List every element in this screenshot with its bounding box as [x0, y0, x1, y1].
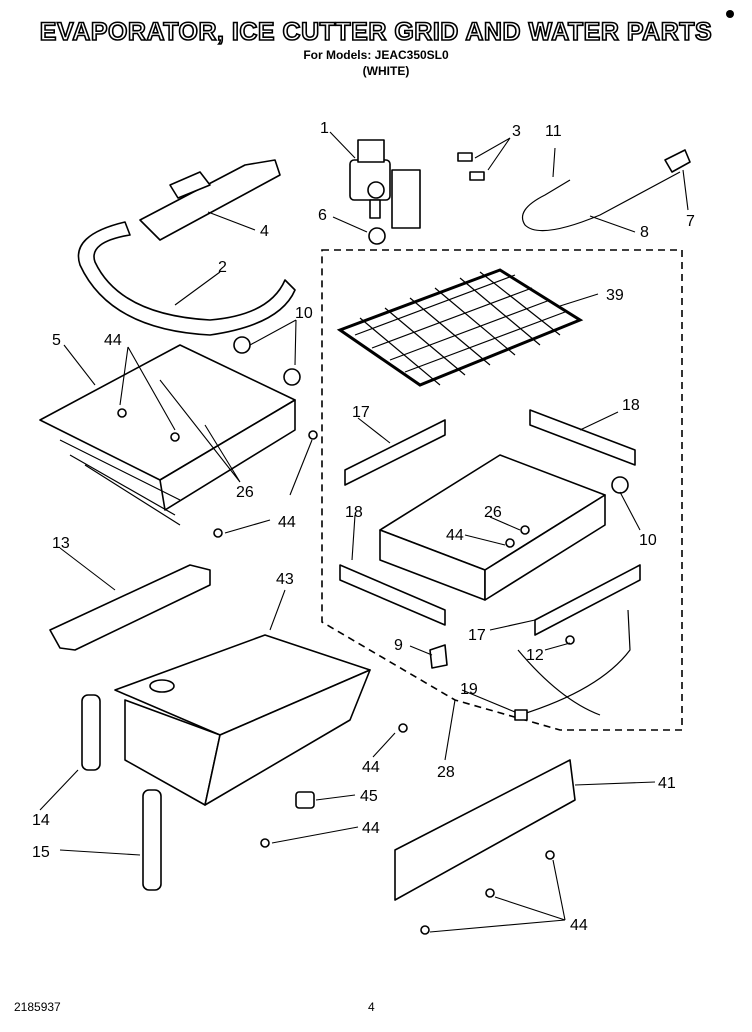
water-trough — [49, 564, 211, 651]
grid-bracket — [529, 409, 636, 466]
callout-28: 28 — [437, 764, 455, 781]
grid-frame — [379, 454, 606, 601]
callout-4: 4 — [260, 223, 269, 240]
callout-7: 7 — [686, 213, 695, 230]
callout-41: 41 — [658, 775, 676, 792]
page-title: EVAPORATOR, ICE CUTTER GRID AND WATER PA… — [39, 17, 713, 47]
drain-pan — [114, 634, 371, 806]
callout-10-right: 10 — [639, 532, 657, 549]
foot — [295, 791, 315, 809]
valve-screws — [457, 152, 485, 181]
ice-deflector — [394, 759, 576, 901]
callout-44-frame: 44 — [446, 527, 464, 544]
callout-1: 1 — [320, 120, 329, 137]
callout-11: 11 — [545, 123, 562, 140]
callout-3: 3 — [512, 123, 521, 140]
grid-bracket — [339, 564, 446, 626]
grommet — [611, 476, 629, 494]
callout-5: 5 — [52, 332, 61, 349]
callout-45: 45 — [360, 788, 378, 805]
callout-43: 43 — [276, 571, 294, 588]
water-tube — [521, 171, 681, 232]
callout-17-bottom: 17 — [468, 627, 486, 644]
evaporator — [39, 344, 296, 526]
callout-18-left: 18 — [345, 504, 363, 521]
fill-cup — [139, 159, 281, 241]
leader-lines — [39, 131, 689, 933]
callout-9: 9 — [394, 637, 403, 654]
callout-18-top: 18 — [622, 397, 640, 414]
callout-10-top: 10 — [295, 305, 313, 322]
callout-44-pan-bottom: 44 — [362, 820, 380, 837]
callout-15: 15 — [32, 844, 50, 861]
fill-tube — [77, 221, 296, 336]
wire-harness — [517, 609, 631, 716]
callout-26-frame: 26 — [484, 504, 502, 521]
grommet — [233, 336, 251, 354]
callout-6: 6 — [318, 207, 327, 224]
connector — [514, 709, 528, 721]
page-number: 4 — [368, 1000, 375, 1014]
callout-14: 14 — [32, 812, 50, 829]
models-line: For Models: JEAC350SL0 — [303, 48, 449, 62]
water-valve — [349, 139, 421, 229]
drain-tube — [142, 789, 162, 891]
tube-fitting — [664, 149, 691, 173]
screws — [117, 408, 575, 935]
callout-26-left: 26 — [236, 484, 254, 501]
callout-13: 13 — [52, 535, 70, 552]
callout-12: 12 — [526, 647, 544, 664]
corner-dot — [726, 10, 734, 18]
callout-17-top: 17 — [352, 404, 370, 421]
drain-tube — [81, 694, 101, 771]
cutter-grid — [336, 268, 584, 387]
document-number: 2185937 — [14, 1000, 61, 1014]
callout-19: 19 — [460, 681, 478, 698]
clip — [429, 644, 448, 669]
assembly-boundary — [321, 249, 683, 731]
grid-bracket — [534, 564, 641, 636]
nut — [368, 227, 386, 245]
callout-8: 8 — [640, 224, 649, 241]
callout-2: 2 — [218, 259, 227, 276]
callout-44-pan: 44 — [362, 759, 380, 776]
callout-44-deflector: 44 — [570, 917, 588, 934]
callout-44-evap: 44 — [104, 332, 122, 349]
color-line: (WHITE) — [362, 64, 410, 78]
grid-bracket — [344, 419, 446, 486]
grommet — [283, 368, 301, 386]
callout-44-left: 44 — [278, 514, 296, 531]
callout-39: 39 — [606, 287, 624, 304]
